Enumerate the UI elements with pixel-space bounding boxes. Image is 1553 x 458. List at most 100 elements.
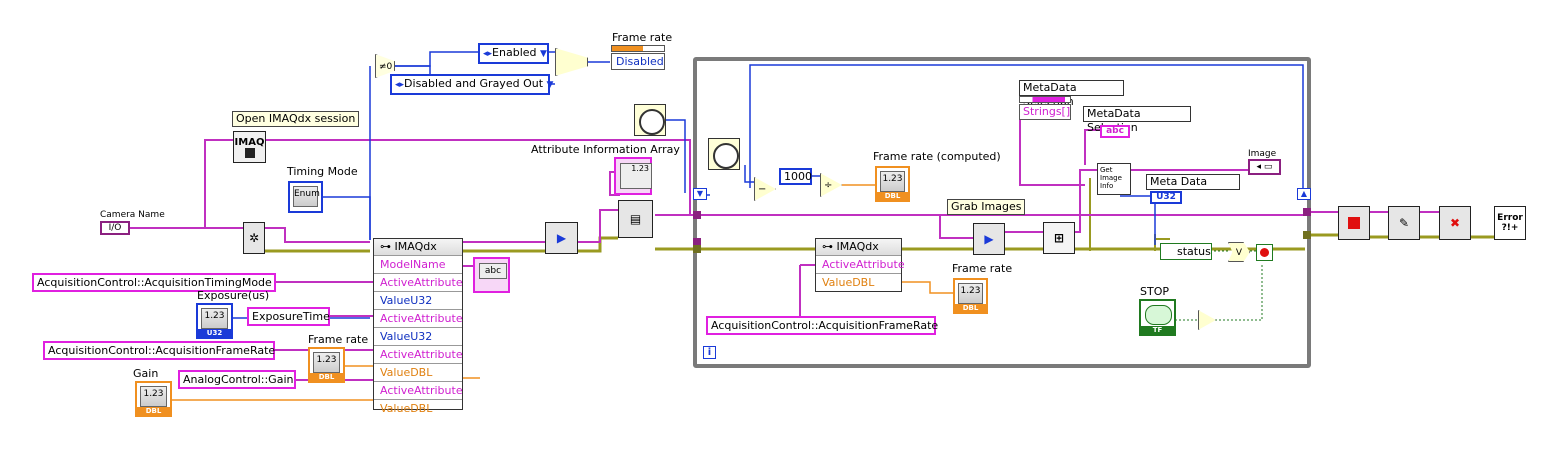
camera-name-label: Camera Name (100, 210, 165, 220)
camera-name-value: I/O (108, 223, 122, 233)
abc-text: abc (1106, 126, 1124, 136)
frame-rate-terminal[interactable]: 1.23 DBL (308, 347, 345, 383)
inner-frame-rate-label: Frame rate (952, 262, 1013, 275)
inner-prop-value-dbl[interactable]: ValueDBL (816, 273, 901, 291)
imaqdx-enumerate-attributes-vi[interactable]: ▤ (618, 200, 653, 238)
metadata-strings-property[interactable]: Strings[] (1019, 104, 1071, 120)
frame-rate-type: DBL (310, 373, 343, 381)
imaqdx-property-node[interactable]: ⊶ IMAQdx ModelName ActiveAttribute Value… (373, 238, 463, 415)
imaqdx-configure-grab-vi[interactable]: ▶ (545, 222, 578, 254)
camera-icon (244, 147, 255, 158)
constant-1000[interactable]: 1000 (779, 168, 812, 185)
enabled-enum-constant[interactable]: ◂▸Enabled ▼ (478, 43, 549, 64)
bool-wire (1175, 250, 1263, 321)
model-name-indicator: abc (473, 257, 510, 293)
imaqdx-grab-vi[interactable]: ▶ (973, 223, 1005, 255)
attr-gain-constant[interactable]: AnalogControl::Gain (178, 370, 296, 389)
loop-condition-terminal[interactable] (1256, 244, 1273, 261)
stop-button-icon (1145, 305, 1172, 325)
imaqdx-close-camera-vi[interactable]: ✖ (1439, 206, 1471, 240)
prop-row-value-u32[interactable]: ValueU32 (374, 327, 462, 345)
shift-register-right: ▲ (1297, 188, 1311, 200)
status-unbundle[interactable]: status (1160, 243, 1212, 260)
gain-terminal[interactable]: 1.23 DBL (135, 381, 172, 417)
exposure-type: U32 (198, 329, 231, 337)
wrench-icon: ⊶ (380, 240, 395, 253)
prop-row-active-attribute[interactable]: ActiveAttribute (374, 309, 463, 327)
inner-imaqdx-property-node[interactable]: ⊶ IMAQdx ActiveAttribute ValueDBL (815, 238, 905, 292)
metadata-abc-constant[interactable]: abc (1100, 125, 1130, 138)
iteration-terminal: i (703, 346, 716, 359)
stop-button-terminal[interactable]: TF (1139, 299, 1176, 336)
imaqdx-stop-acquisition-vi[interactable] (1338, 206, 1370, 240)
get-image-info-text: Get Image Info (1100, 166, 1122, 190)
dbl-wire (172, 184, 955, 401)
prop-row-active-attribute[interactable]: ActiveAttribute (374, 273, 463, 291)
document-list-icon: ▤ (629, 212, 642, 226)
inner-attr-frame-rate-constant[interactable]: AcquisitionControl::AcquisitionFrameRate (706, 316, 938, 335)
play-icon: ▶ (984, 232, 994, 246)
tunnel-session-in-2 (693, 238, 701, 246)
frame-rate-computed-indicator: 1.23 DBL (875, 166, 910, 202)
stop-icon (1348, 217, 1360, 229)
attr-timing-mode-constant[interactable]: AcquisitionControl::AcquisitionTimingMod… (32, 273, 276, 292)
or-text: V (1235, 248, 1243, 258)
tunnel-error-in (693, 245, 701, 253)
prop-row-value-u32[interactable]: ValueU32 (374, 291, 462, 309)
get-image-info-vi[interactable]: Get Image Info (1097, 163, 1131, 195)
clock-icon (713, 143, 739, 169)
attr-frame-rate-constant[interactable]: AcquisitionControl::AcquisitionFrameRate (43, 341, 275, 360)
timing-mode-label: Timing Mode (287, 165, 358, 178)
attr-array-label: Attribute Information Array (531, 143, 680, 156)
tunnel-session-in (693, 211, 701, 219)
open-session-tip: Open IMAQdx session (232, 111, 360, 127)
wrench-icon: ⊶ (822, 240, 837, 253)
prop-row-value-dbl[interactable]: ValueDBL (374, 363, 462, 381)
tunnel-error-out (1303, 231, 1311, 239)
imaqdx-unconfigure-vi[interactable]: ✎ (1388, 206, 1420, 240)
prop-row-active-attribute[interactable]: ActiveAttribute (374, 345, 463, 363)
exposure-terminal[interactable]: 1.23 U32 (196, 303, 233, 339)
property-node-class: IMAQdx (394, 240, 437, 253)
camera-icon: ⊞ (1053, 231, 1065, 245)
iteration-text: i (707, 347, 712, 358)
timing-mode-term: Enum (293, 186, 320, 207)
meta-data-value-label: Meta Data Value (1146, 174, 1240, 202)
metadata-selection-label: MetaData Selection (1019, 80, 1124, 108)
image-metadata-vi[interactable]: ⊞ (1043, 222, 1075, 254)
loop-tick-count-node[interactable] (708, 138, 740, 170)
prop-row-modelname[interactable]: ModelName (374, 255, 462, 273)
gain-label: Gain (133, 367, 159, 380)
gear-icon: ✲ (248, 231, 260, 245)
tick-count-node[interactable] (634, 104, 666, 136)
timing-mode-terminal[interactable]: Enum (288, 181, 323, 213)
clock-icon (639, 109, 665, 135)
disabled-enum-constant[interactable]: ◂▸Disabled and Grayed Out ▼ (390, 74, 553, 95)
imaqdx-open-camera-vi[interactable]: ✲ (243, 222, 265, 254)
prop-row-value-dbl[interactable]: ValueDBL (374, 399, 462, 417)
frame-rate-property-header (611, 45, 665, 52)
metadata-strings-text: Strings[] (1023, 105, 1071, 118)
gain-term-value: 1.23 (140, 386, 167, 407)
inner-prop-active-attribute[interactable]: ActiveAttribute (816, 255, 905, 273)
image-label: Image (1248, 149, 1277, 159)
play-icon: ▶ (556, 231, 567, 245)
disabled-property-text: Disabled (616, 55, 664, 68)
neq-zero-text: ≠0 (379, 62, 393, 72)
cluster-icon: 1.23 (620, 163, 652, 189)
attr-exposure-constant[interactable]: ExposureTime (247, 307, 330, 326)
stop-sign-icon (1260, 248, 1269, 257)
inner-property-class: IMAQdx (836, 240, 879, 253)
abc-icon: abc (479, 263, 507, 279)
constant-1000-value: 1000 (784, 170, 812, 183)
property-node-title: ⊶ IMAQdx (374, 239, 462, 255)
enabled-value: Enabled (492, 46, 537, 59)
close-icon: ✖ (1449, 216, 1461, 230)
image-indicator: ◂ ▭ (1248, 159, 1281, 175)
camera-name-control[interactable]: I/O (100, 221, 130, 235)
frame-rate-disabled-property[interactable]: Disabled (611, 53, 665, 70)
prop-row-active-attribute[interactable]: ActiveAttribute (374, 381, 463, 399)
imaq-open-vi[interactable]: IMAQ (233, 131, 266, 163)
simple-error-handler-vi[interactable]: Error ?!+ (1494, 206, 1526, 240)
frame-rate-term-value: 1.23 (313, 352, 340, 373)
